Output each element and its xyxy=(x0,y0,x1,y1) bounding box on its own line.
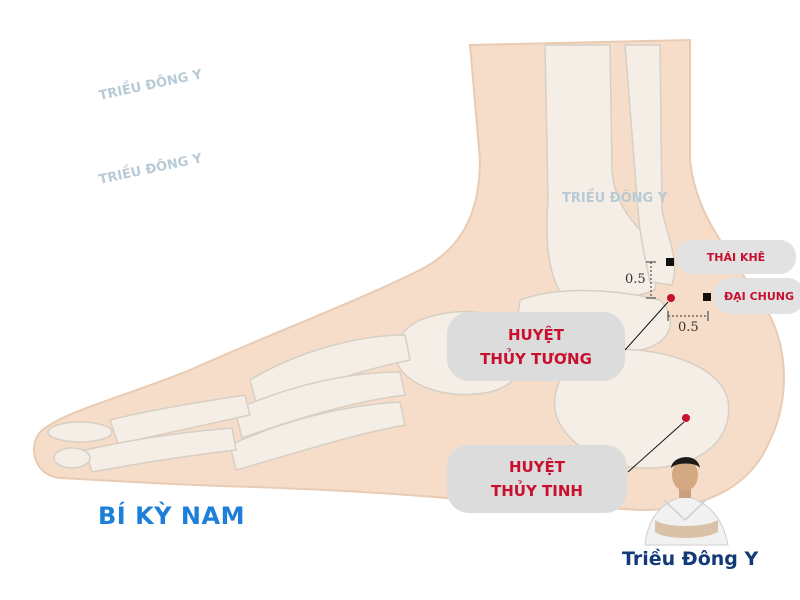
presenter-name: Triều Đông Y xyxy=(622,548,759,570)
watermark-3: TRIỀU ĐÔNG Y xyxy=(562,191,668,206)
thuy-tuong-line2: THỦY TƯƠNG xyxy=(480,349,592,368)
thai-khe-label: THÁI KHÊ xyxy=(676,240,796,274)
thuy-tuong-point xyxy=(667,294,675,302)
presenter-illustration xyxy=(644,457,729,546)
thuy-tuong-leader xyxy=(624,301,669,351)
thuy-tuong-label: HUYỆT THỦY TƯƠNG xyxy=(447,312,625,381)
thuy-tuong-line1: HUYỆT xyxy=(507,325,565,344)
toe-tip xyxy=(53,447,91,469)
brand-title: BÍ KỲ NAM xyxy=(98,502,245,530)
thuy-tinh-line2: THỦY TINH xyxy=(491,482,583,500)
thuy-tinh-point xyxy=(682,414,690,422)
thai-khe-text: THÁI KHÊ xyxy=(706,250,766,264)
dai-chung-text: ĐẠI CHUNG xyxy=(723,289,795,303)
phalanges-2 xyxy=(84,427,237,473)
fibula-bone xyxy=(624,44,676,286)
horizontal-measure-label: 0.5 xyxy=(678,320,699,335)
toe-nail xyxy=(47,421,113,443)
thai-khe-marker xyxy=(666,258,674,266)
thuy-tinh-line1: HUYỆT xyxy=(508,458,566,476)
dai-chung-marker xyxy=(703,293,711,301)
metatarsal-3 xyxy=(229,401,406,471)
dai-chung-label: ĐẠI CHUNG xyxy=(714,278,800,314)
thuy-tinh-label: HUYỆT THỦY TINH xyxy=(447,445,627,513)
vertical-measure-label: 0.5 xyxy=(625,272,646,287)
thuy-tinh-leader xyxy=(627,421,685,473)
